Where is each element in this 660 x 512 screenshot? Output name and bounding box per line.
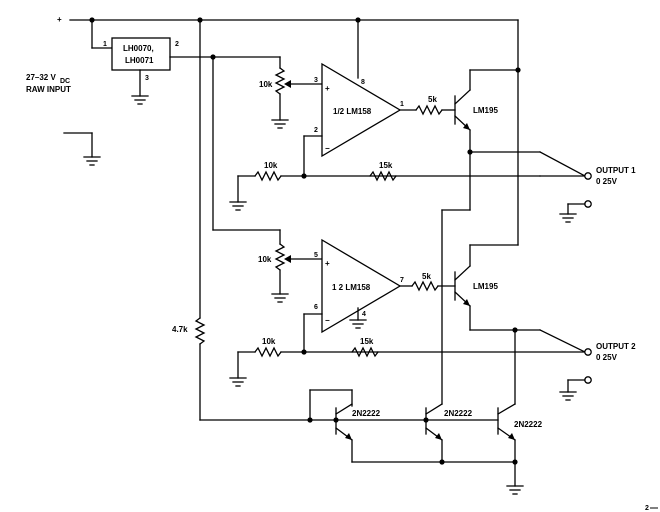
- opamp-2-minus: −: [325, 316, 330, 325]
- input-ground-icon: [63, 132, 101, 166]
- raw-input-text: RAW INPUT: [26, 85, 71, 94]
- output-1-label: OUTPUT 1: [596, 166, 636, 175]
- transistor-2n2222-2: 2N2222: [333, 151, 473, 463]
- output-1-ground-terminal: [584, 200, 592, 208]
- feedback-2-input-value: 10k: [262, 337, 276, 346]
- base-resistor-2: 5k: [399, 272, 456, 292]
- bias-resistor-value: 4.7k: [172, 325, 188, 334]
- feedback-2-value: 15k: [360, 337, 374, 346]
- feedback-1-value: 15k: [379, 161, 393, 170]
- bias-resistor: 4.7k: [172, 317, 337, 423]
- output-2-range: 0 25V: [596, 353, 618, 362]
- opamp-1-pin1: 1: [400, 101, 404, 108]
- feedback-network-2: 10k 15k: [229, 337, 379, 387]
- base-resistor-2-value: 5k: [422, 272, 431, 281]
- opamp-2-name: 1 2 LM158: [332, 283, 371, 292]
- opamp-2-pin6: 6: [314, 304, 318, 311]
- opamp-2-pin7: 7: [400, 277, 404, 284]
- regulated-rail: [169, 54, 281, 231]
- opamp-1-minus: −: [325, 144, 330, 153]
- transistor-2n2222-1: 2N2222: [309, 389, 381, 463]
- base-resistor-1: 5k: [399, 95, 456, 116]
- regulator-pin2: 2: [175, 41, 179, 48]
- output-2-label: OUTPUT 2: [596, 342, 636, 351]
- opamp-1-plus: +: [325, 84, 330, 93]
- output-2-terminal: [584, 348, 592, 356]
- regulator-name-line2: LH0071: [125, 56, 154, 65]
- transistor-lm195-2-label: LM195: [473, 282, 498, 291]
- mirror-ground: [351, 459, 524, 495]
- opamp-2: + − 1 2 LM158 5 6 4 7: [303, 238, 404, 353]
- output-2-ground-terminal: [584, 376, 592, 384]
- transistor-2n2222-3: 2N2222: [425, 329, 543, 487]
- regulator-pin3: 3: [145, 75, 149, 82]
- transistor-2n2222-2-label: 2N2222: [444, 409, 473, 418]
- output-1-network: OUTPUT 1 0 25V: [303, 151, 636, 223]
- opamp-2-pin4: 4: [362, 311, 366, 318]
- regulator-name-line1: LH0070,: [123, 44, 154, 53]
- raw-input-label: 27–32 V DC RAW INPUT: [26, 73, 71, 94]
- transistor-lm195-1-label: LM195: [473, 106, 498, 115]
- opamp-2-plus: +: [325, 259, 330, 268]
- voltage-regulator: LH0070, LH0071 1 2 3: [103, 37, 179, 105]
- potentiometer-2: 10k: [258, 229, 323, 303]
- feedback-1-input-value: 10k: [264, 161, 278, 170]
- base-resistor-1-value: 5k: [428, 95, 437, 104]
- potentiometer-1: 10k: [259, 56, 323, 129]
- output-2-network: OUTPUT 2 0 25V: [303, 327, 636, 401]
- corner-mark: 2: [645, 505, 649, 512]
- opamp-1: + − 1/2 LM158 3 2 8 1: [303, 62, 404, 177]
- output-1-range: 0 25V: [596, 177, 618, 186]
- input-plus-label: +: [57, 15, 62, 24]
- pot-1-value: 10k: [259, 80, 273, 89]
- opamp-1-pin2: 2: [314, 127, 318, 134]
- transistor-2n2222-1-label: 2N2222: [352, 409, 381, 418]
- pot-2-value: 10k: [258, 255, 272, 264]
- regulator-pin1: 1: [103, 41, 107, 48]
- transistor-lm195-1: LM195: [454, 69, 519, 155]
- opamp-1-pin3: 3: [314, 77, 318, 84]
- feedback-network-1: 10k 15k: [229, 161, 397, 211]
- transistor-2n2222-3-label: 2N2222: [514, 420, 543, 429]
- opamp-1-name: 1/2 LM158: [333, 107, 372, 116]
- opamp-2-pin5: 5: [314, 252, 318, 259]
- raw-input-dc: DC: [60, 78, 70, 85]
- opamp-1-pin8: 8: [361, 79, 365, 86]
- output-1-terminal: [584, 172, 592, 180]
- transistor-lm195-2: LM195: [454, 244, 541, 331]
- raw-input-voltage: 27–32 V: [26, 73, 56, 82]
